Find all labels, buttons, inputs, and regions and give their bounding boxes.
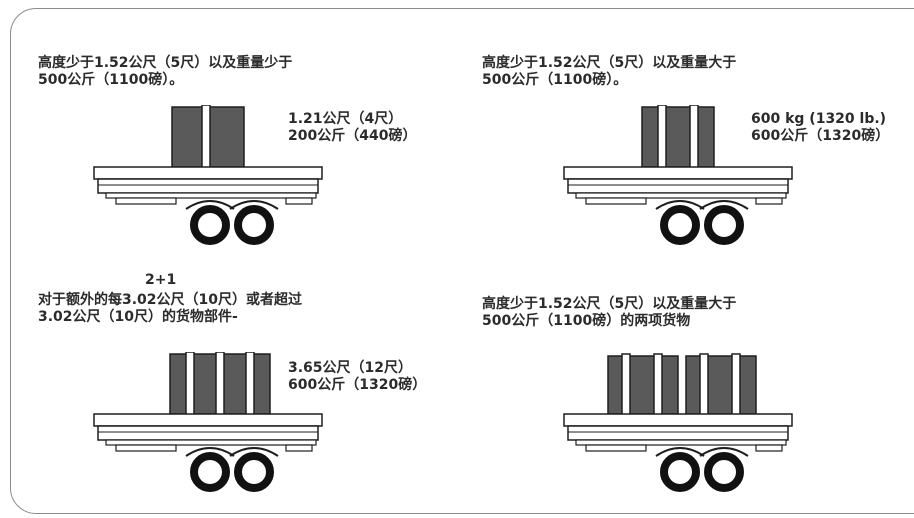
panel-4-heading-line-1: 高度少于1.52公尺（5尺）以及重量大于 — [482, 296, 737, 312]
trailer-deck — [93, 166, 323, 205]
panel-2-heading-line-1: 高度少于1.52公尺（5尺）以及重量大于 — [482, 55, 737, 71]
trailer-deck — [93, 413, 323, 452]
panel-3-spec-weight: 600公斤（1320磅） — [288, 377, 427, 393]
wheels — [655, 200, 749, 245]
panel-2-spec-weight-en: 600 kg (1320 lb.) — [751, 111, 887, 127]
trailer-deck — [563, 413, 793, 452]
panel-4-heading-line-2: 500公斤（1100磅）的两项货物 — [482, 313, 691, 329]
two-cargo-crates — [607, 353, 757, 417]
panel-1-spec-height: 1.21公尺（4尺） — [288, 111, 403, 127]
panel-3-marker: 2+1 — [145, 272, 177, 288]
panel-2-specs: 600 kg (1320 lb.) 600公斤（1320磅） — [751, 111, 889, 145]
heavy-cargo-crate — [641, 105, 715, 170]
wheels — [185, 447, 279, 492]
long-cargo-crate — [169, 352, 271, 417]
panel-1-spec-weight: 200公斤（440磅） — [288, 128, 417, 144]
panel-3-heading-line-2: 3.02公尺（10尺）的货物部件- — [38, 309, 238, 325]
panel-1-heading-line-1: 高度少于1.52公尺（5尺）以及重量少于 — [38, 55, 293, 71]
panel-4-heading: 高度少于1.52公尺（5尺）以及重量大于 500公斤（1100磅）的两项货物 — [482, 296, 736, 330]
panel-3-spec-height: 3.65公尺（12尺） — [288, 360, 413, 376]
panel-2-trailer-illustration — [563, 105, 793, 245]
panel-1-heading: 高度少于1.52公尺（5尺）以及重量少于 500公斤（1100磅）。 — [38, 55, 292, 89]
panel-1-specs: 1.21公尺（4尺） 200公斤（440磅） — [288, 111, 416, 145]
single-cargo-crate — [171, 105, 245, 170]
panel-3-heading: 对于额外的每3.02公尺（10尺）或者超过 3.02公尺（10尺）的货物部件- — [38, 292, 302, 326]
panel-1-heading-line-2: 500公斤（1100磅）。 — [38, 72, 184, 88]
trailer-deck — [563, 166, 793, 205]
figure-frame — [10, 8, 914, 514]
panel-4-trailer-illustration — [563, 353, 793, 492]
panel-1-trailer-illustration — [93, 105, 323, 245]
panel-3-specs: 3.65公尺（12尺） 600公斤（1320磅） — [288, 360, 426, 394]
wheels — [655, 447, 749, 492]
panel-2-heading-line-2: 500公斤（1100磅）。 — [482, 72, 628, 88]
panel-2-heading: 高度少于1.52公尺（5尺）以及重量大于 500公斤（1100磅）。 — [482, 55, 736, 89]
panel-2-spec-weight-cn: 600公斤（1320磅） — [751, 128, 890, 144]
panel-3-trailer-illustration — [93, 352, 323, 492]
panel-3-heading-line-1: 对于额外的每3.02公尺（10尺）或者超过 — [38, 292, 303, 308]
wheels — [185, 200, 279, 245]
